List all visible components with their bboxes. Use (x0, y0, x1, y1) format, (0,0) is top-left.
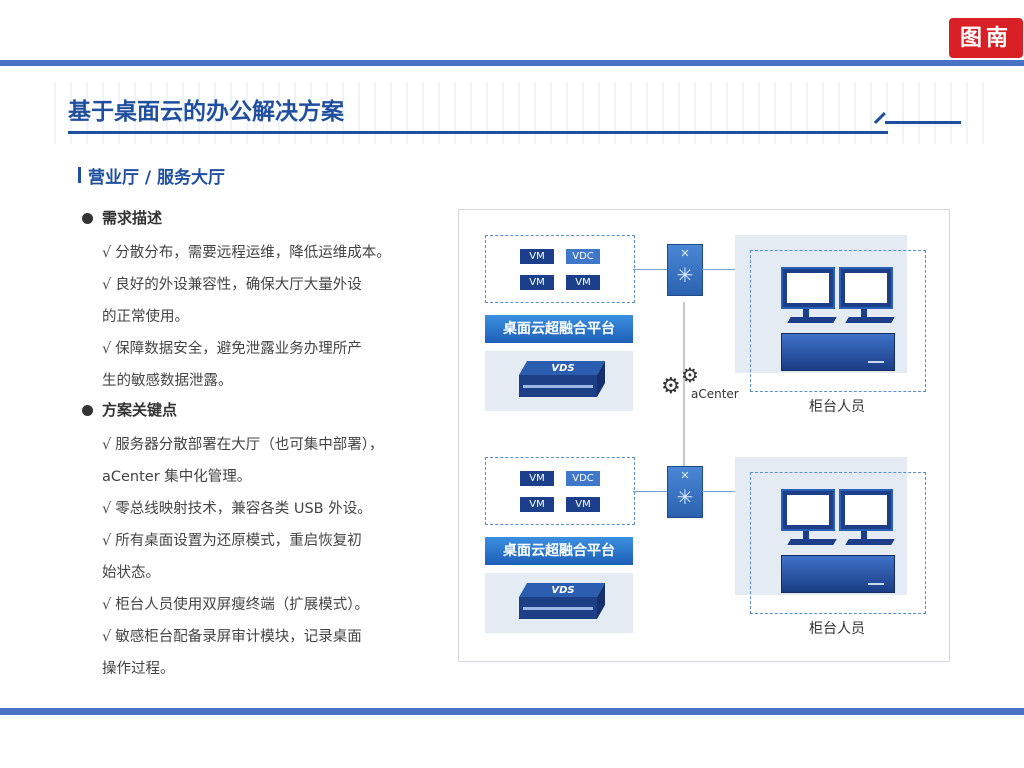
text-line: 生的敏感数据泄露。 (102, 373, 233, 389)
monitor-stand (803, 309, 809, 317)
vm-pool-box: VM VDC VM VM (485, 235, 635, 303)
vm-chip: VM (520, 249, 554, 264)
switch-arrows-icon: ✕ (680, 469, 690, 482)
text-line: √敏感柜台配备录屏审计模块，记录桌面 (102, 629, 362, 645)
requirements-text-column: 需求描述 √分散分布，需要远程运维，降低运维成本。 √良好的外设兼容性，确保大厅… (82, 205, 422, 685)
vdc-chip: VDC (566, 471, 600, 486)
platform-title: 桌面云超融合平台 (485, 315, 633, 343)
vm-chip: VM (566, 497, 600, 512)
vm-chip: VM (520, 471, 554, 486)
page-title: 基于桌面云的办公解决方案 (68, 99, 344, 125)
link-line (633, 491, 667, 492)
bullet-heading: 方案关键点 (82, 397, 422, 429)
bullet-heading: 需求描述 (82, 205, 422, 237)
check-mark: √ (102, 533, 112, 549)
check-mark: √ (102, 501, 112, 517)
switch-hub-icon: ✳ (676, 485, 694, 509)
bottom-divider-bar (0, 708, 1024, 715)
section-heading: 营业厅 / 服务大厅 (77, 163, 225, 188)
gear-icon: ⚙ (661, 374, 681, 399)
title-underline-tail (885, 121, 961, 124)
monitor-icon (839, 489, 893, 531)
vm-chip: VM (566, 275, 600, 290)
platform-title: 桌面云超融合平台 (485, 537, 633, 565)
text-line: √柜台人员使用双屏瘦终端（扩展模式）。 (102, 597, 369, 613)
monitor-icon (781, 489, 835, 531)
text-line: 的正常使用。 (102, 309, 189, 325)
text-line: √服务器分散部署在大厅（也可集中部署）， (102, 437, 384, 453)
network-switch: ✕ ✳ (667, 466, 703, 518)
link-line (633, 269, 667, 270)
switch-arrows-icon: ✕ (680, 247, 690, 260)
counter-terminal-box (750, 472, 926, 614)
thin-client-icon (781, 333, 895, 371)
text-line: 操作过程。 (102, 661, 175, 677)
counter-terminal-box (750, 250, 926, 392)
platform-panel: 桌面云超融合平台 VDS (485, 315, 633, 411)
vm-chip: VM (520, 275, 554, 290)
text-line: √分散分布，需要远程运维，降低运维成本。 (102, 245, 391, 261)
switch-hub-icon: ✳ (676, 263, 694, 287)
top-divider-bar (0, 60, 1024, 66)
text-line: aCenter 集中化管理。 (102, 469, 252, 485)
check-mark: √ (102, 277, 112, 293)
monitor-stand (803, 531, 809, 539)
link-line (702, 491, 750, 492)
brand-logo: 图南 (949, 18, 1023, 58)
link-line (702, 269, 750, 270)
gear-icon: ⚙ (681, 363, 699, 387)
title-underline (68, 131, 888, 134)
check-mark: √ (102, 597, 112, 613)
check-mark: √ (102, 629, 112, 645)
keyboard-icon (845, 317, 895, 323)
text-line: √所有桌面设置为还原模式，重启恢复初 (102, 533, 362, 549)
trunk-line (683, 302, 685, 502)
monitor-stand (861, 309, 867, 317)
acenter-label: aCenter (691, 387, 739, 401)
text-line: √良好的外设兼容性，确保大厅大量外设 (102, 277, 362, 293)
platform-divider (485, 565, 633, 573)
monitor-stand (861, 531, 867, 539)
text-line: √保障数据安全，避免泄露业务办理所产 (102, 341, 362, 357)
vds-server-icon: VDS (519, 583, 605, 619)
text-line: √零总线映射技术，兼容各类 USB 外设。 (102, 501, 372, 517)
platform-divider (485, 343, 633, 351)
vds-label: VDS (551, 363, 574, 374)
keyboard-icon (787, 317, 837, 323)
check-mark: √ (102, 341, 112, 357)
check-mark: √ (102, 245, 112, 261)
monitor-icon (781, 267, 835, 309)
network-diagram: ⚙ ⚙ aCenter VM VDC VM VM 桌面云超融合平台 VDS ✕ … (458, 209, 950, 662)
vm-chip: VM (520, 497, 554, 512)
keyboard-icon (845, 539, 895, 545)
thin-client-icon (781, 555, 895, 593)
vm-pool-box: VM VDC VM VM (485, 457, 635, 525)
text-line: 始状态。 (102, 565, 160, 581)
vdc-chip: VDC (566, 249, 600, 264)
check-mark: √ (102, 437, 112, 453)
counter-staff-label: 柜台人员 (809, 399, 865, 415)
counter-staff-label: 柜台人员 (809, 621, 865, 637)
monitor-icon (839, 267, 893, 309)
platform-panel: 桌面云超融合平台 VDS (485, 537, 633, 633)
keyboard-icon (787, 539, 837, 545)
vds-server-icon: VDS (519, 361, 605, 397)
vds-label: VDS (551, 585, 574, 596)
network-switch: ✕ ✳ (667, 244, 703, 296)
